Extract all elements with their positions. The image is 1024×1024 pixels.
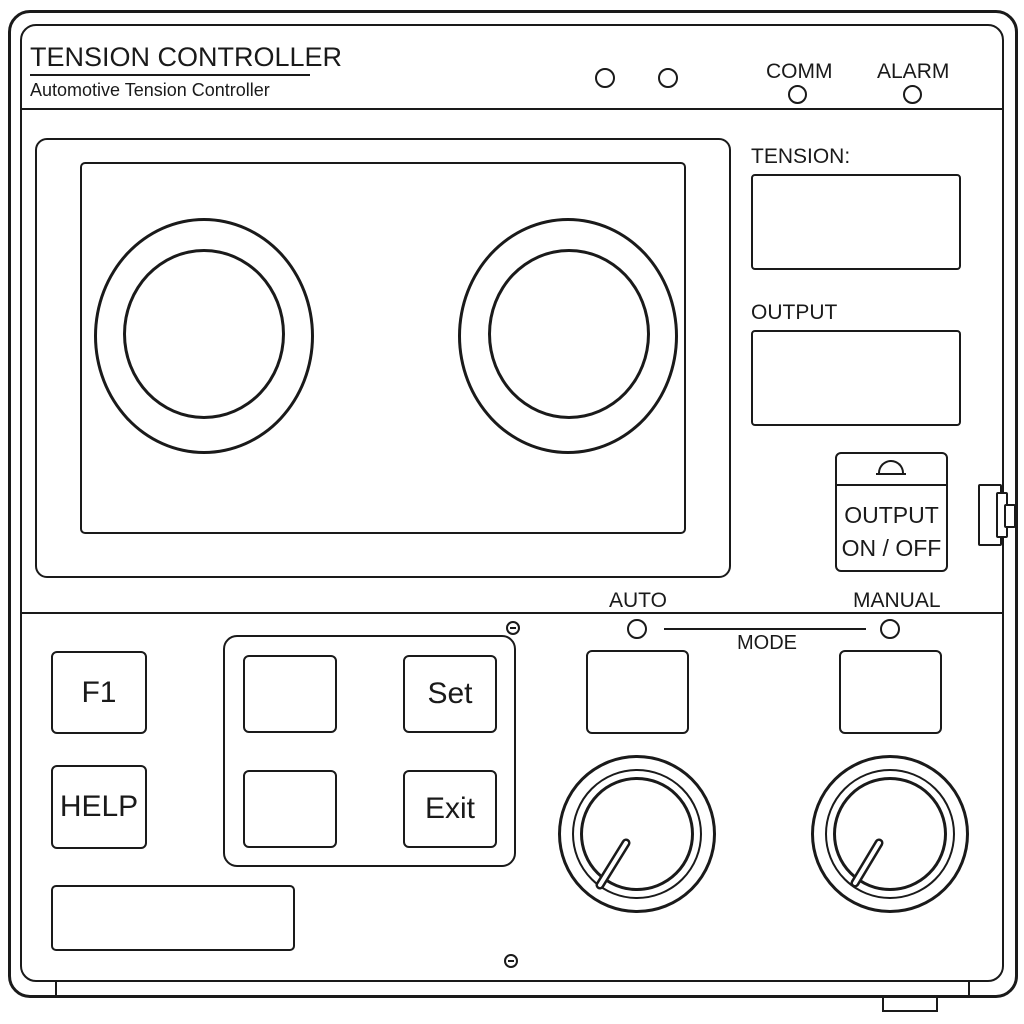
bottom-foot bbox=[882, 996, 938, 1012]
display-bezel bbox=[35, 138, 731, 578]
alarm-led bbox=[903, 85, 922, 104]
exit-button-label: Exit bbox=[424, 792, 475, 825]
left-roller-inner bbox=[123, 249, 285, 419]
device-title: TENSION CONTROLLER bbox=[30, 42, 343, 72]
base-plate-right-edge bbox=[968, 982, 970, 996]
auto-led bbox=[627, 619, 647, 639]
output-switch-line1: OUTPUT bbox=[844, 502, 939, 528]
manual-adjust-knob[interactable] bbox=[811, 755, 969, 913]
switch-cover-line bbox=[837, 484, 946, 486]
auto-knob-pointer-icon bbox=[595, 838, 631, 890]
help-button[interactable]: HELP bbox=[51, 765, 147, 849]
mode-label: MODE bbox=[737, 632, 797, 654]
mode-connector-line bbox=[664, 628, 866, 630]
indicator-led-1 bbox=[595, 68, 615, 88]
switch-guard-base bbox=[876, 473, 906, 475]
header-divider bbox=[20, 108, 1004, 110]
screw-top-icon bbox=[506, 621, 520, 635]
label-plate bbox=[51, 885, 295, 951]
f1-button-label: F1 bbox=[81, 675, 117, 709]
right-roller-outer bbox=[458, 218, 678, 454]
screw-bottom-icon bbox=[504, 954, 518, 968]
manual-label: MANUAL bbox=[853, 589, 941, 612]
keypad-frame bbox=[223, 635, 516, 867]
exit-button[interactable]: Exit bbox=[403, 770, 497, 848]
left-roller-outer bbox=[94, 218, 314, 454]
auto-mode-button[interactable] bbox=[586, 650, 689, 734]
comm-led bbox=[788, 85, 807, 104]
device-subtitle: Automotive Tension Controller bbox=[30, 80, 270, 100]
help-button-label: HELP bbox=[59, 790, 139, 823]
switch-guard-icon bbox=[878, 460, 904, 474]
output-switch-line2: ON / OFF bbox=[841, 535, 942, 561]
keypad-blank-bottom-button[interactable] bbox=[243, 770, 337, 848]
indicator-led-2 bbox=[658, 68, 678, 88]
manual-led bbox=[880, 619, 900, 639]
output-on-off-switch[interactable]: OUTPUT ON / OFF bbox=[835, 452, 948, 572]
tension-readout bbox=[751, 174, 961, 270]
auto-label: AUTO bbox=[609, 589, 667, 612]
keypad-blank-top-button[interactable] bbox=[243, 655, 337, 733]
auto-adjust-knob[interactable] bbox=[558, 755, 716, 913]
right-roller-inner bbox=[488, 249, 650, 419]
base-plate-left-edge bbox=[55, 982, 57, 996]
manual-knob-cap bbox=[833, 777, 947, 891]
base-plate bbox=[55, 980, 970, 982]
title-underline bbox=[30, 74, 310, 76]
f1-button[interactable]: F1 bbox=[51, 651, 147, 734]
manual-mode-button[interactable] bbox=[839, 650, 942, 734]
comm-label: COMM bbox=[766, 60, 833, 83]
auto-knob-inner-ring bbox=[572, 769, 702, 899]
manual-knob-inner-ring bbox=[825, 769, 955, 899]
tension-label: TENSION: bbox=[751, 145, 851, 168]
alarm-label: ALARM bbox=[877, 60, 950, 83]
side-latch-knob bbox=[1004, 504, 1016, 528]
output-readout bbox=[751, 330, 961, 426]
set-button[interactable]: Set bbox=[403, 655, 497, 733]
device-outer-frame bbox=[8, 10, 1018, 998]
output-label: OUTPUT bbox=[751, 301, 838, 324]
manual-knob-pointer-icon bbox=[850, 838, 884, 888]
lower-panel-divider bbox=[20, 612, 1004, 614]
set-button-label: Set bbox=[427, 677, 473, 710]
auto-knob-cap bbox=[580, 777, 694, 891]
